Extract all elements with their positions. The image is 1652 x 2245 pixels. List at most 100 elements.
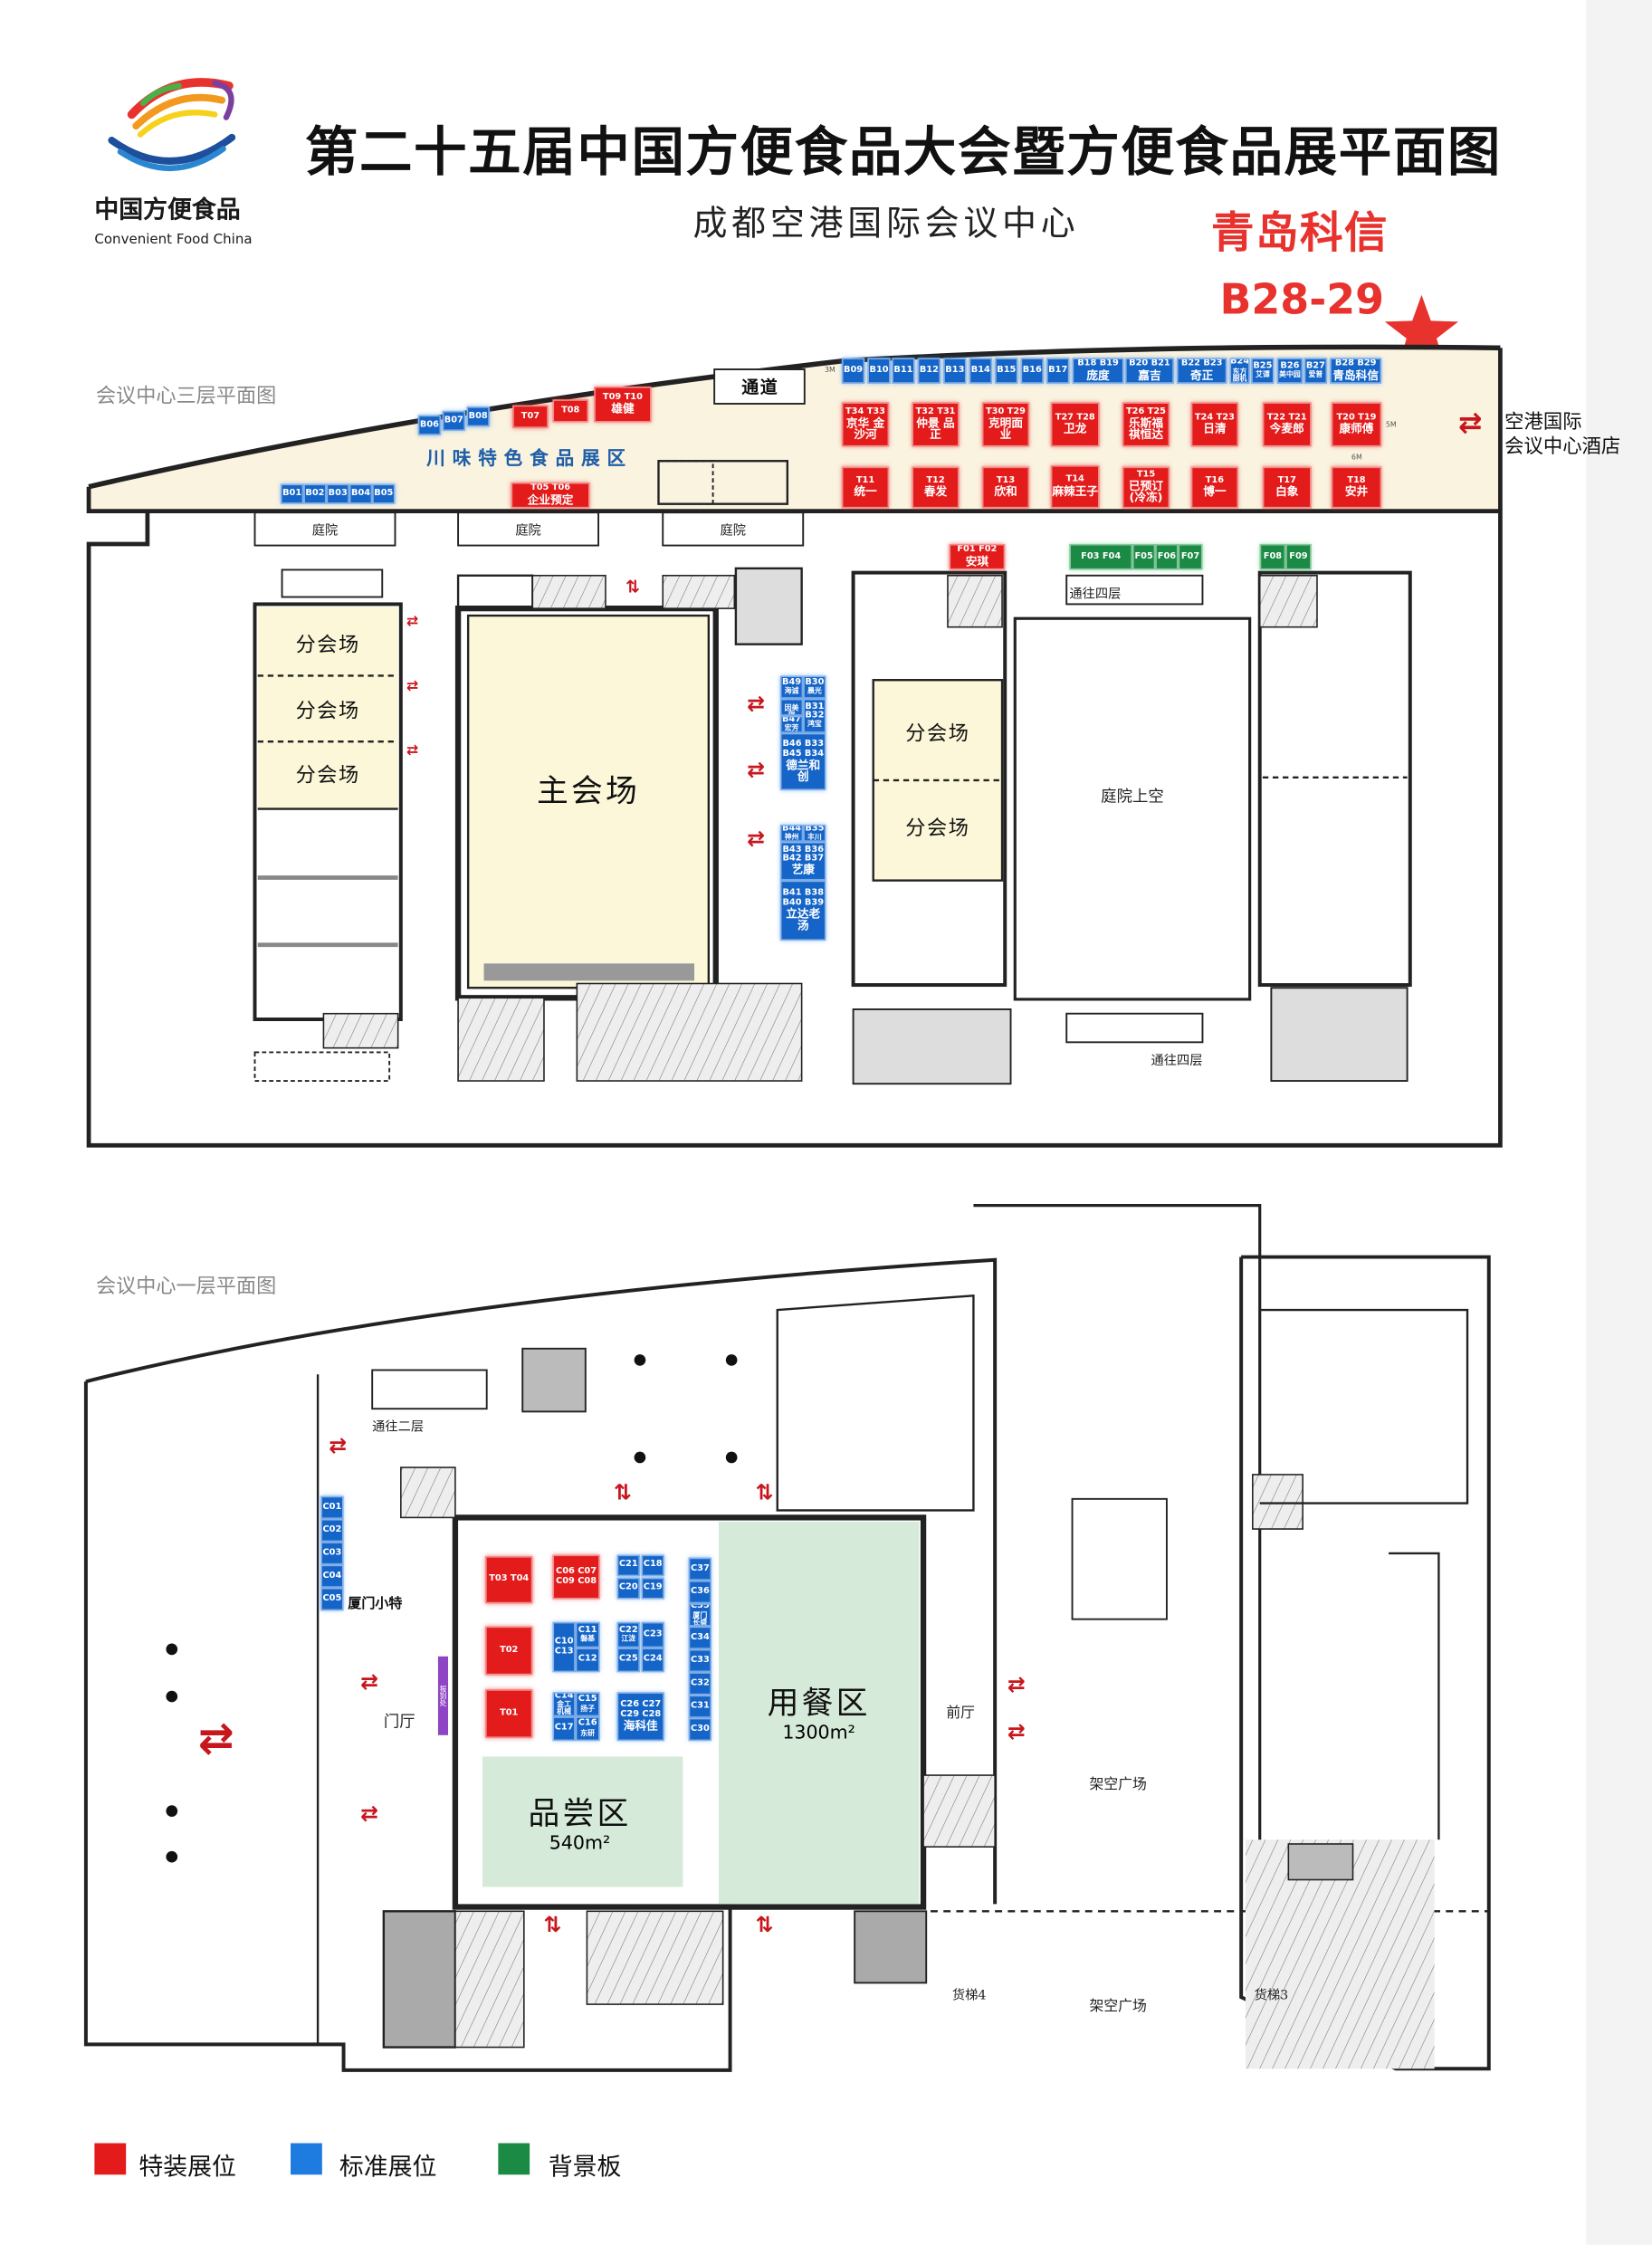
dimension-label: 3M <box>824 366 836 376</box>
door-arrows-icon: ⇅ <box>755 1912 774 1938</box>
booth-b07: B07 <box>442 410 465 432</box>
booth-exhibitor: 美中园 <box>1279 370 1301 380</box>
booth-code: T18 <box>1347 474 1366 485</box>
booth-c18: C18 <box>641 1554 664 1577</box>
booth-c02: C02 <box>320 1518 344 1543</box>
booth-code: C26 C27 C29 C28 <box>620 1699 662 1719</box>
booth-code: C24 <box>643 1654 663 1665</box>
booth-code: F03 F04 <box>1081 550 1122 561</box>
highlight-booth: B28-29 <box>1219 274 1385 324</box>
booth-code: C12 <box>578 1654 597 1665</box>
booth-code: T03 T04 <box>489 1573 530 1584</box>
booth-code: F06 <box>1157 550 1177 561</box>
tasting-area-size: 540m² <box>549 1833 611 1855</box>
booth-code: C14 <box>554 1692 574 1701</box>
booth-f08: F08 <box>1259 543 1286 570</box>
booth-c20: C20 <box>616 1577 640 1600</box>
venue-subtitle: 成都空港国际会议中心 <box>692 203 1080 244</box>
booth-exhibitor: 磐基 <box>580 1635 596 1644</box>
exit-arrows-icon: ⇄ <box>1457 405 1483 440</box>
booth-code: T12 <box>926 474 945 485</box>
courtyard-label: 庭院 <box>515 524 541 540</box>
booth-code: B10 <box>869 365 889 376</box>
plaza-label: 架空广场 <box>1089 1999 1147 2015</box>
main-venue-label: 主会场 <box>537 774 640 811</box>
booth-t02: T02 <box>485 1626 533 1676</box>
booth-t03: T03 T04 <box>485 1556 533 1604</box>
booth-b48: B48因美琪 <box>779 698 804 716</box>
booth-code: T26 T25 <box>1125 406 1166 417</box>
booth-exhibitor: 今麦郎 <box>1269 422 1304 435</box>
booth-exhibitor: 卫龙 <box>1064 422 1087 435</box>
booth-code: C20 <box>618 1582 638 1593</box>
booth-c04: C04 <box>320 1564 344 1588</box>
booth-code: C30 <box>690 1723 710 1734</box>
booth-exhibitor: 康师傅 <box>1339 422 1374 435</box>
booth-exhibitor: 东方厨机 <box>1232 367 1247 384</box>
booth-code: C22 <box>618 1624 638 1635</box>
booth-code: B18 B19 <box>1077 358 1119 369</box>
legend-swatch-special <box>94 2143 127 2175</box>
booth-code: T24 T23 <box>1194 412 1235 423</box>
dimension-label: 6M <box>1351 454 1362 463</box>
booth-c34: C34 <box>688 1626 712 1649</box>
booth-b03: B03 <box>326 483 349 504</box>
legend-swatch-backdrop <box>498 2143 530 2175</box>
lobby-label: 门厅 <box>383 1712 415 1732</box>
booth-b16: B16 <box>1020 358 1044 384</box>
booth-code: B17 <box>1048 365 1068 376</box>
booth-b05: B05 <box>372 483 396 504</box>
freight-elevator-label: 货梯3 <box>1254 1989 1289 2004</box>
booth-exhibitor: 艺康 <box>791 863 815 877</box>
xiamen-label: 厦门小特 <box>348 1596 403 1612</box>
booth-c36: C36 <box>688 1580 712 1604</box>
sub-venue-label: 分会场 <box>905 817 970 841</box>
booth-exhibitor: 晨光 <box>807 687 822 696</box>
booth-f07: F07 <box>1178 543 1203 570</box>
legend-label-special: 特装展位 <box>138 2153 236 2183</box>
booth-t07: T07 <box>512 405 549 428</box>
hotel-link-line2[interactable]: 会议中心酒店 <box>1504 435 1621 459</box>
booth-b06: B06 <box>417 415 442 435</box>
booth-code: T15 <box>1136 469 1156 480</box>
booth-code: B24 <box>1230 358 1250 368</box>
floor1-columns <box>166 1354 738 1863</box>
booth-b09: B09 <box>841 358 865 384</box>
booth-f06: F06 <box>1155 543 1179 570</box>
booth-exhibitor: 因美琪 <box>784 703 799 716</box>
booth-c06: C06 C07 C09 C08 <box>552 1554 600 1600</box>
hotel-link-line1[interactable]: 空港国际 <box>1504 410 1582 435</box>
booth-code: C23 <box>643 1629 663 1639</box>
floor3-rooms <box>253 567 1412 1085</box>
dimension-label: 5M <box>1385 420 1397 430</box>
booth-code: C33 <box>690 1655 710 1666</box>
booth-code: C18 <box>643 1559 663 1570</box>
booth-code: T16 <box>1205 474 1225 485</box>
booth-b08: B08 <box>466 406 490 427</box>
booth-code: T01 <box>500 1707 519 1718</box>
booth-code: T09 T10 <box>602 392 643 403</box>
booth-code: T17 <box>1277 474 1296 485</box>
booth-code: B14 <box>970 365 990 376</box>
booth-exhibitor: 奇正 <box>1190 368 1214 382</box>
booth-exhibitor: 爱普 <box>1308 370 1323 380</box>
booth-code: C05 <box>322 1593 342 1604</box>
booth-code: C03 <box>322 1547 342 1558</box>
booth-exhibitor: 克明面业 <box>988 416 1023 442</box>
booth-code: C32 <box>690 1677 710 1688</box>
booth-code: T20 T19 <box>1336 412 1377 423</box>
booth-code: B26 <box>1280 360 1300 371</box>
booth-exhibitor: 扬子 <box>580 1704 596 1714</box>
registration-desk: 报到处 <box>437 1656 449 1735</box>
booth-c12: C12 <box>575 1648 600 1673</box>
